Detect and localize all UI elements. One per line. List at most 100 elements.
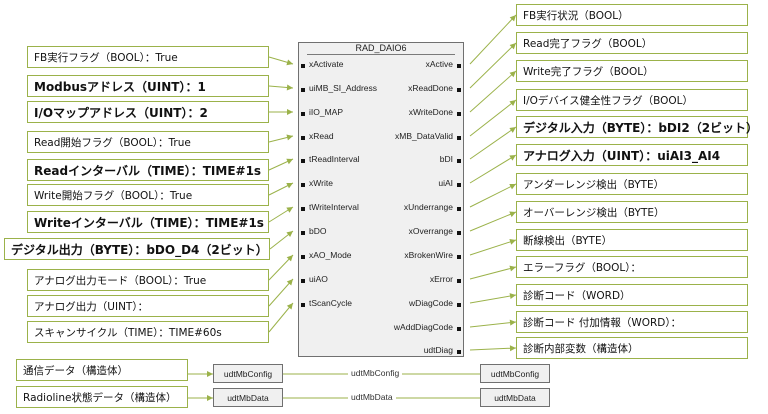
output-wire-11-arrowhead: [509, 293, 516, 299]
input-port-name: xRead: [309, 131, 334, 141]
output-port-xUnderrange: xUnderrange: [404, 202, 461, 212]
input-label-8: デジタル出力（BYTE）：bDO_D4（2ビット）: [4, 238, 270, 260]
output-wire-6: [469, 154, 517, 184]
input-wire-4-arrowhead: [286, 134, 293, 141]
input-label-12: 通信データ（構造体）: [16, 359, 188, 381]
input-port-iIO_MAP: iIO_MAP: [301, 107, 343, 117]
output-port-marker: [457, 327, 461, 331]
output-wire-1-arrowhead: [509, 15, 516, 22]
output-label-8: オーバーレンジ検出（BYTE）: [516, 201, 748, 223]
output-wire-3-arrowhead: [509, 71, 516, 78]
input-port-name: xWrite: [309, 178, 333, 188]
input-wire-11-arrowhead: [286, 303, 293, 310]
input-port-marker: [301, 64, 305, 68]
output-label-1: FB実行状況（BOOL）: [516, 4, 748, 26]
input-port-xWrite: xWrite: [301, 178, 333, 188]
output-label-13: 診断内部変数（構造体）: [516, 337, 748, 359]
output-wire-13: [469, 347, 517, 351]
output-label-9: 断線検出（BYTE）: [516, 229, 748, 251]
output-port-name: xBrokenWire: [404, 250, 453, 260]
input-port-marker: [301, 207, 305, 211]
output-port-name: xError: [429, 274, 453, 284]
output-port-udtDiag: udtDiag: [423, 345, 461, 355]
inout-right-box-2: udtMbData: [480, 388, 550, 407]
input-port-marker: [301, 183, 305, 187]
input-label-11: スキャンサイクル（TIME）：TIME#60s: [27, 321, 269, 343]
output-label-12: 診断コード 付加情報（WORD）：: [516, 311, 748, 333]
output-wire-8: [469, 211, 517, 232]
input-port-name: xAO_Mode: [309, 250, 352, 260]
input-port-xAO_Mode: xAO_Mode: [301, 250, 352, 260]
output-label-10: エラーフラグ（BOOL）：: [516, 256, 748, 278]
inout-left-box-1: udtMbConfig: [213, 364, 283, 383]
input-port-tScanCycle: tScanCycle: [301, 298, 352, 308]
input-port-name: tReadInterval: [309, 154, 360, 164]
input-port-uiAO: uiAO: [301, 274, 328, 284]
output-label-5: デジタル入力（BYTE）：bDI2（2ビット）: [516, 116, 758, 138]
input-wire-10: [268, 278, 294, 307]
output-port-marker: [457, 303, 461, 307]
output-port-marker: [457, 207, 461, 211]
output-wire-7: [469, 183, 517, 208]
input-port-tReadInterval: tReadInterval: [301, 154, 360, 164]
input-label-9: アナログ出力モード（BOOL）：True: [27, 269, 269, 291]
output-wire-2: [469, 42, 517, 89]
output-port-marker: [457, 183, 461, 187]
output-port-name: wAddDiagCode: [393, 322, 453, 332]
output-wire-9-arrowhead: [509, 239, 516, 245]
input-port-name: tWriteInterval: [309, 202, 359, 212]
output-port-name: xReadDone: [408, 83, 453, 93]
output-port-name: udtDiag: [423, 345, 453, 355]
inout-name-1: udtMbConfig: [348, 368, 403, 378]
output-wire-6-arrowhead: [509, 155, 516, 161]
output-port-xBrokenWire: xBrokenWire: [404, 250, 461, 260]
function-block-title: RAD_DAIO6: [355, 43, 407, 53]
input-port-name: tScanCycle: [309, 298, 352, 308]
output-label-7: アンダーレンジ検出（BYTE）: [516, 173, 748, 195]
output-port-xMB_DataValid: xMB_DataValid: [395, 131, 461, 141]
output-wire-12: [469, 321, 517, 328]
output-port-xWriteDone: xWriteDone: [409, 107, 461, 117]
output-port-name: uiAI: [438, 178, 453, 188]
output-wire-4-arrowhead: [509, 100, 516, 107]
output-port-marker: [457, 255, 461, 259]
output-wire-10: [469, 266, 517, 280]
input-port-xActivate: xActivate: [301, 59, 344, 69]
output-label-2: Read完了フラグ（BOOL）: [516, 32, 748, 54]
input-label-2: Modbusアドレス（UINT）：1: [27, 75, 269, 97]
input-label-1: FB実行フラグ（BOOL）：True: [27, 46, 269, 68]
input-label-10: アナログ出力（UINT）：: [27, 295, 269, 317]
input-wire-10-arrowhead: [286, 279, 293, 286]
output-label-6: アナログ入力（UINT）：uiAI3_AI4: [516, 144, 748, 166]
input-label-6: Write開始フラグ（BOOL）：True: [27, 184, 269, 206]
function-block: RAD_DAIO6 xActivate uiMB_SI_Address iIO_MA…: [298, 42, 464, 357]
output-port-marker: [457, 88, 461, 92]
output-wire-4: [469, 99, 517, 137]
output-label-3: Write完了フラグ（BOOL）: [516, 60, 748, 82]
input-label-7: Writeインターバル（TIME）：TIME#1s: [27, 211, 269, 233]
input-port-marker: [301, 159, 305, 163]
output-port-marker: [457, 112, 461, 116]
output-port-xReadDone: xReadDone: [408, 83, 461, 93]
output-wire-12-arrowhead: [509, 319, 516, 326]
output-port-marker: [457, 159, 461, 163]
output-port-xError: xError: [429, 274, 461, 284]
input-port-marker: [301, 88, 305, 92]
inout-wire-in-2-arrowhead: [207, 395, 213, 401]
output-label-4: I/Oデバイス健全性フラグ（BOOL）: [516, 89, 748, 111]
input-wire-1-arrowhead: [286, 59, 293, 66]
inout-left-box-2: udtMbData: [213, 388, 283, 407]
output-wire-3: [469, 70, 517, 113]
output-wire-11: [469, 294, 517, 304]
input-label-3: I/Oマップアドレス（UINT）：2: [27, 101, 269, 123]
output-port-xActive: xActive: [426, 59, 461, 69]
input-port-name: uiMB_SI_Address: [309, 83, 378, 93]
input-port-marker: [301, 112, 305, 116]
input-port-name: xActivate: [309, 59, 344, 69]
output-port-bDI: bDI: [440, 154, 461, 164]
inout-wire-in-1-arrowhead: [207, 371, 213, 377]
output-port-wAddDiagCode: wAddDiagCode: [393, 322, 461, 332]
inout-name-2: udtMbData: [348, 392, 396, 402]
input-label-5: Readインターバル（TIME）：TIME#1s: [27, 159, 269, 181]
output-wire-9: [469, 239, 517, 256]
